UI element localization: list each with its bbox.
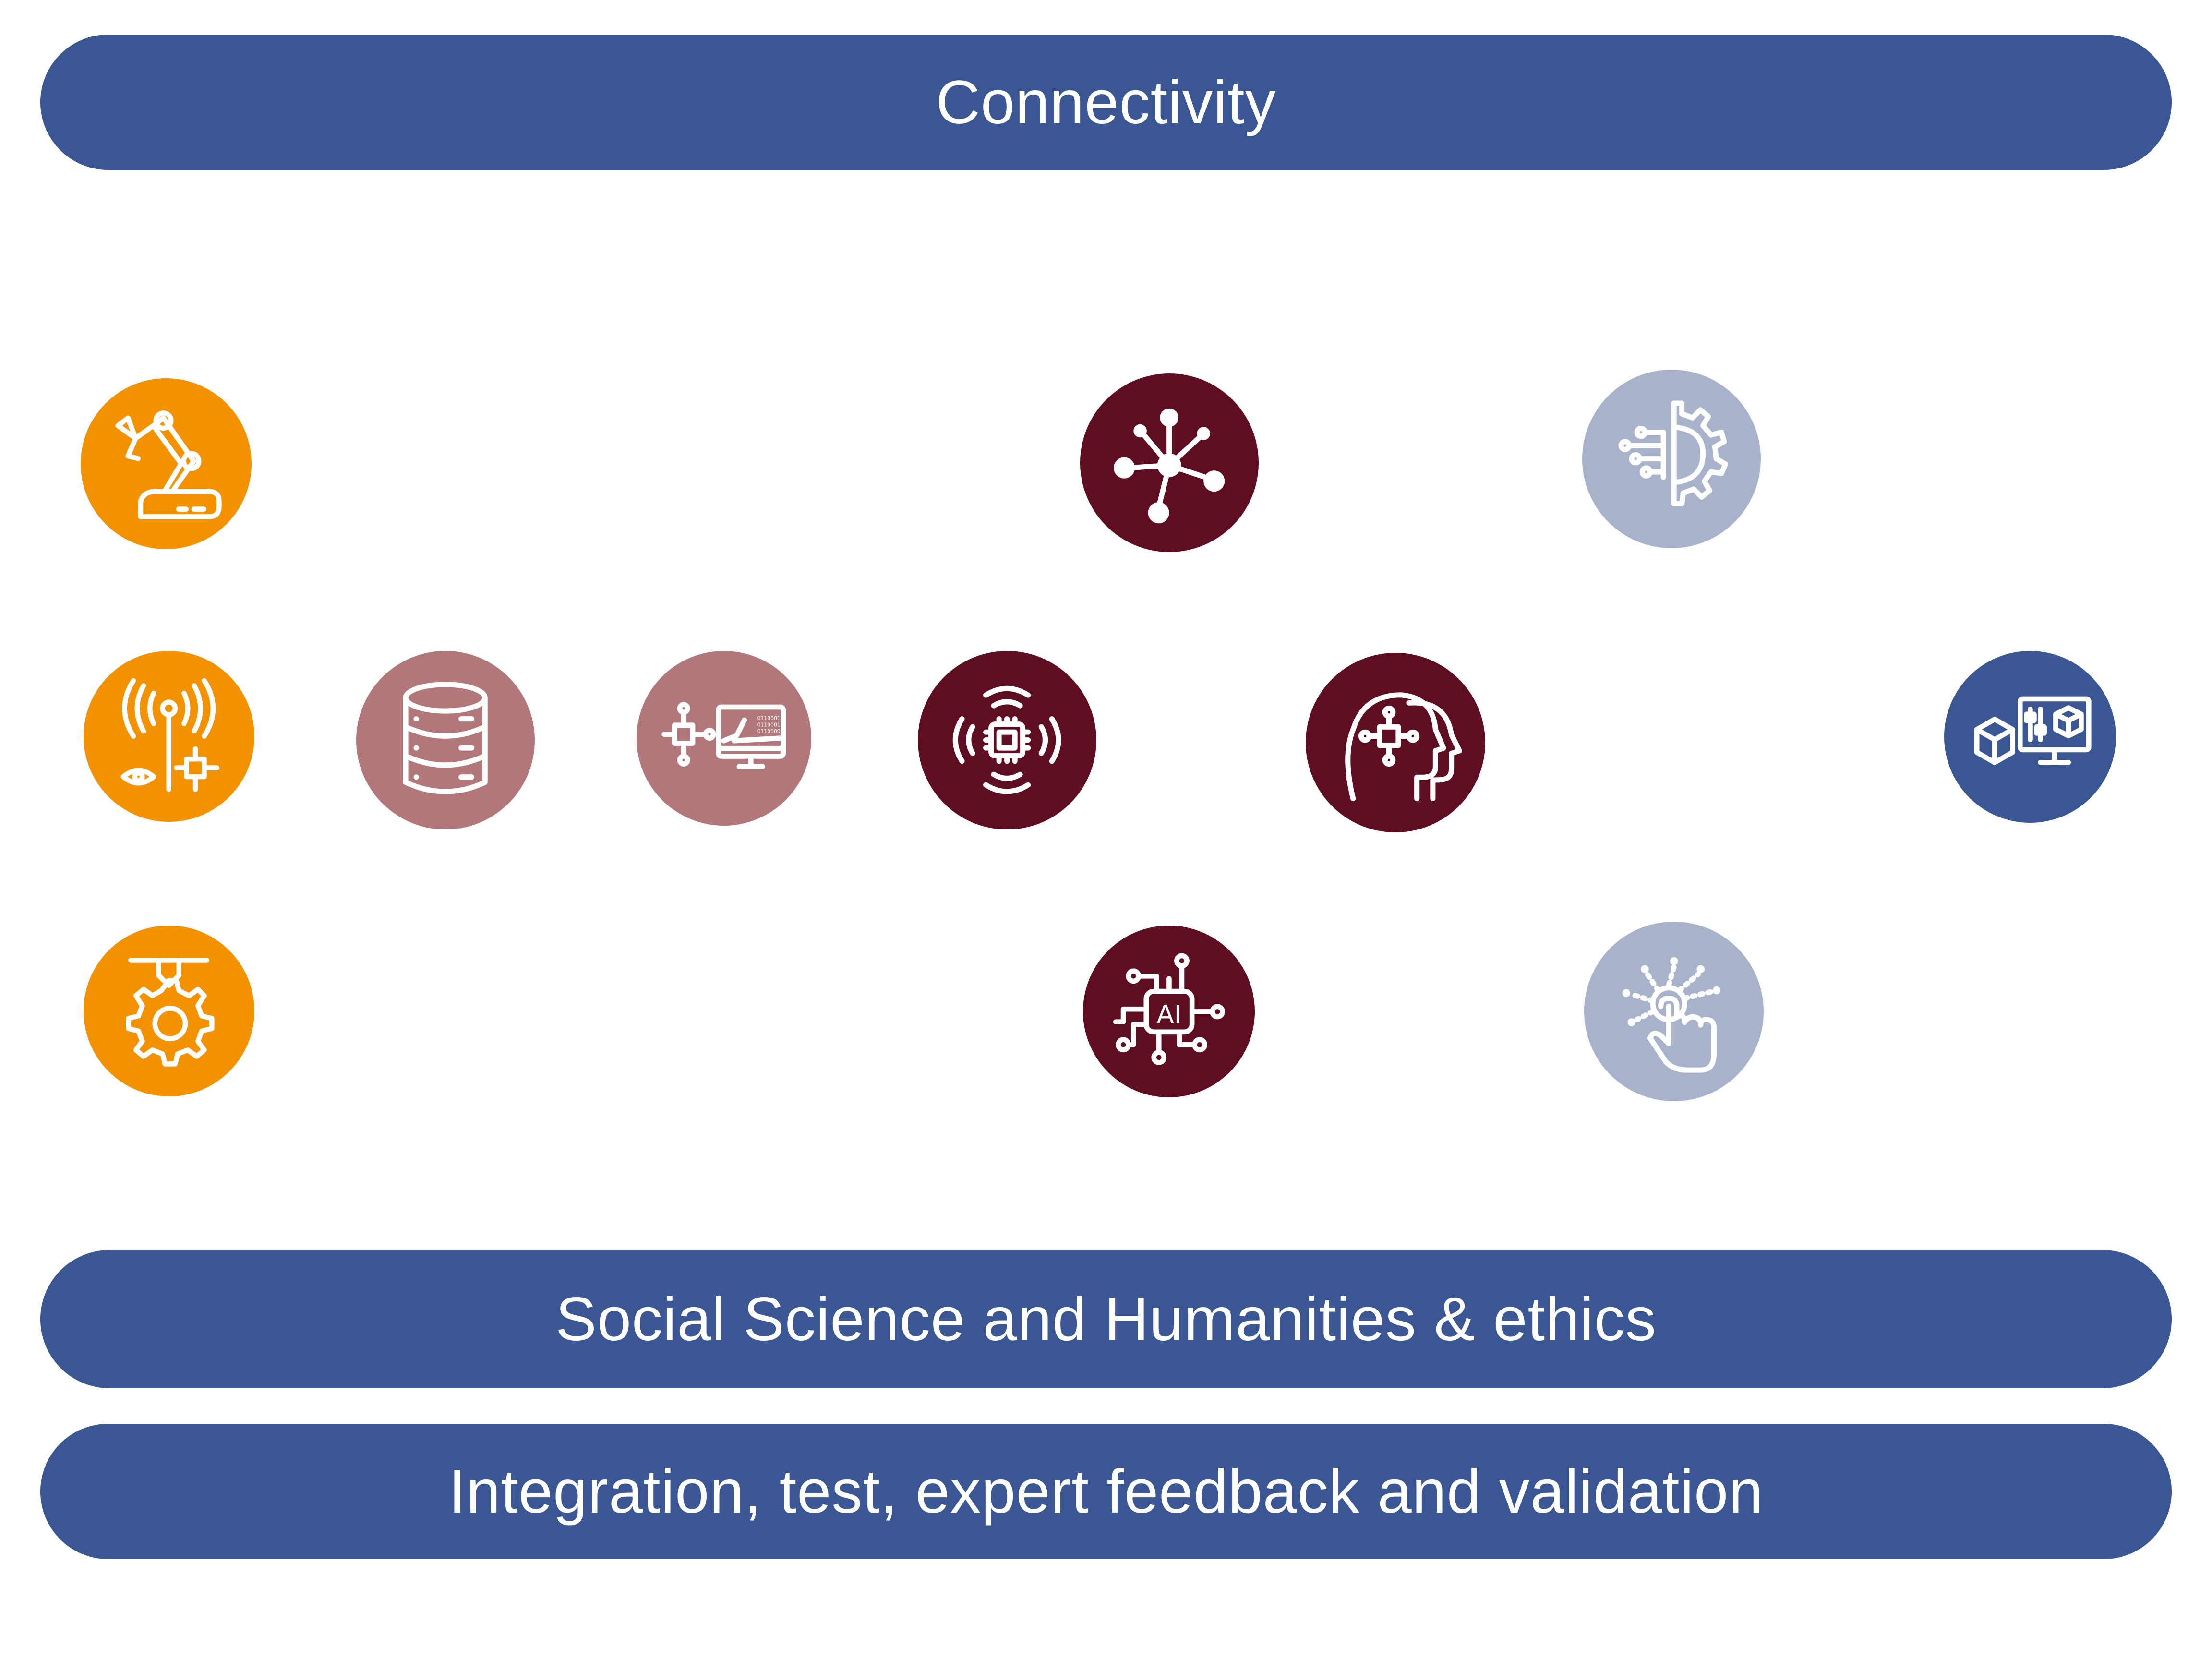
sensing-antenna-icon [84,651,254,822]
manufacturing-gear-icon [84,926,254,1096]
robot-arm-icon [81,378,252,549]
integration-validation-bar: Integration, test, expert feedback and v… [40,1424,2172,1559]
touch-interaction-icon [1584,922,1764,1101]
ai-chip-icon: AI [1083,926,1255,1097]
svg-text:0110001: 0110001 [757,715,781,721]
svg-text:0110000: 0110000 [757,728,781,734]
svg-text:0110001: 0110001 [757,722,781,728]
database-icon [356,651,535,830]
integration-validation-label: Integration, test, expert feedback and v… [448,1457,1764,1526]
digital-gear-icon [1582,370,1761,548]
human-ai-icon [1306,653,1485,832]
ai-chip-label: AI [1156,1000,1181,1029]
digital-twin-icon [1944,651,2116,823]
data-analytics-icon: 0110001 0110001 0110000 [637,651,811,826]
connectivity-bar: Connectivity [40,35,2172,170]
network-hub-icon [1080,373,1259,552]
wireless-chip-icon [918,651,1096,830]
ssh-ethics-bar: Social Science and Humanities & ethics [40,1250,2172,1388]
ssh-ethics-label: Social Science and Humanities & ethics [555,1285,1657,1354]
connectivity-label: Connectivity [936,68,1276,137]
